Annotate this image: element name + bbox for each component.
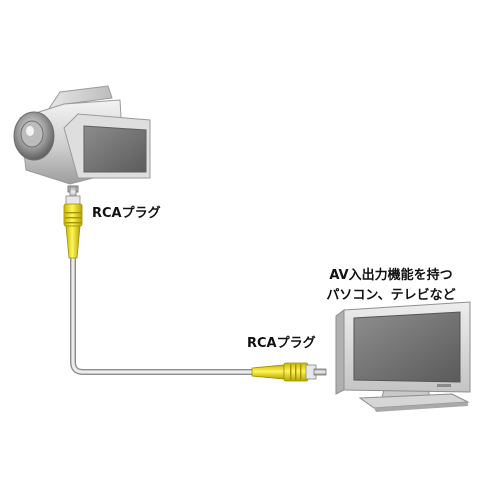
monitor-icon	[335, 301, 471, 412]
rca-plug-label-top: RCAプラグ	[92, 206, 161, 221]
target-device-label-line2: パソコン、テレビなど	[326, 288, 456, 303]
av-cable	[70, 255, 255, 375]
rca-plug-top	[63, 185, 83, 259]
target-device-label: AV入出力機能を持つ パソコン、テレビなど	[300, 266, 482, 306]
target-device-label-line1: AV入出力機能を持つ	[329, 268, 453, 283]
rca-plug-bottom	[251, 362, 327, 382]
camcorder-icon	[13, 85, 151, 193]
rca-plug-label-bottom: RCAプラグ	[247, 336, 316, 351]
